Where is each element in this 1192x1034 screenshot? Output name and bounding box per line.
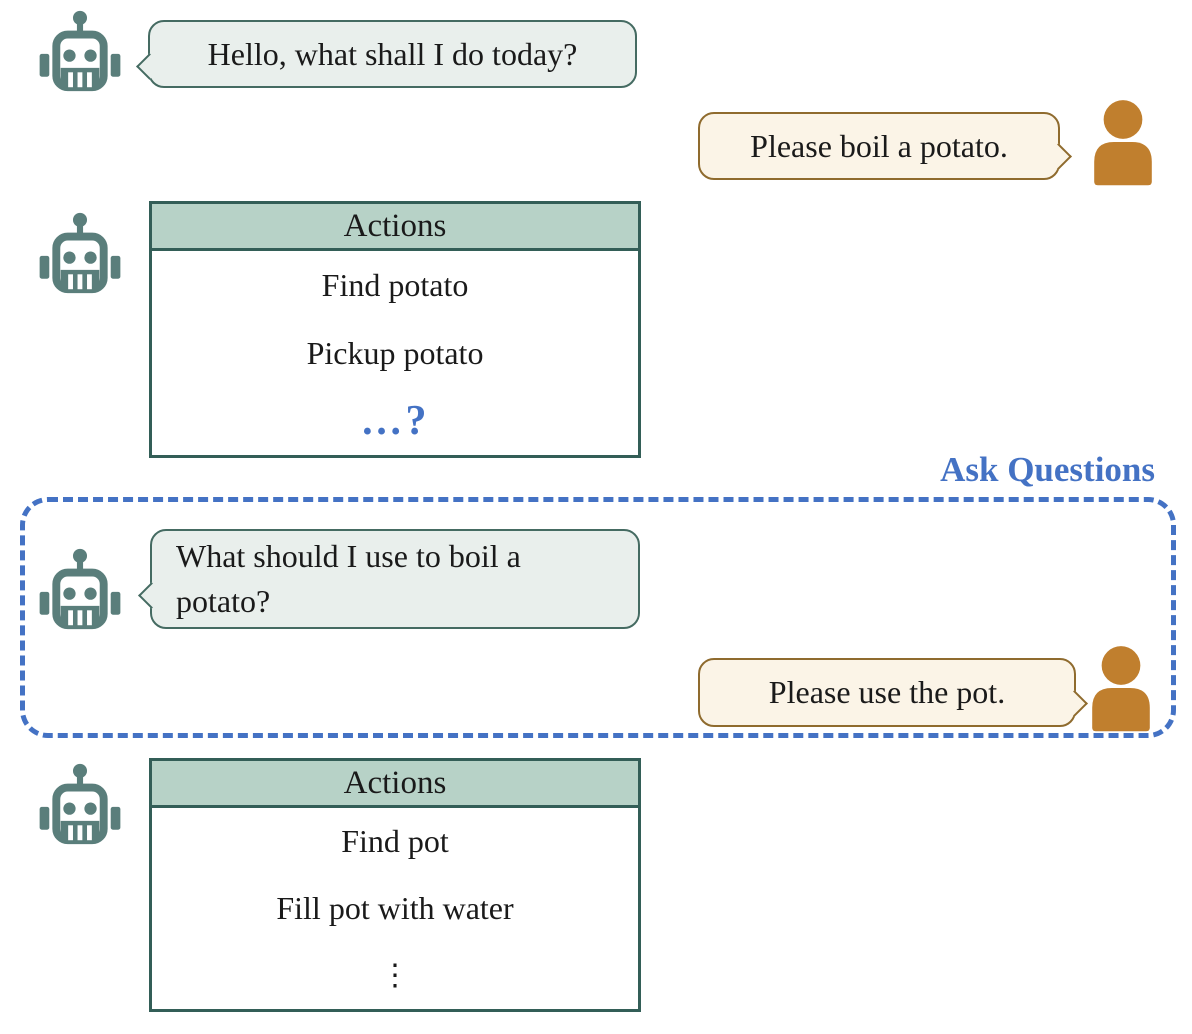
person-icon [1085,643,1157,733]
actions-table-body: Find potato Pickup potato …? [152,251,638,455]
robot-question-text: What should I use to boil a potato? [176,538,521,619]
user-request-bubble: Please boil a potato. [698,112,1072,180]
robot-greeting-text: Hello, what shall I do today? [207,35,578,72]
actions-header-label: Actions [343,764,447,801]
user-answer-bubble: Please use the pot. [698,658,1088,727]
bubble-tail [136,53,163,80]
robot-greeting-bubble: Hello, what shall I do today? [136,20,637,88]
actions-table-1: Actions Find potato Pickup potato …? [149,201,641,458]
user-answer-text: Please use the pot. [768,674,1006,711]
action-row: Find pot [341,823,449,859]
actions-header-label: Actions [343,207,447,244]
actions-table-body: Find pot Fill pot with water ⋮ [152,808,638,1009]
actions-table-2: Actions Find pot Fill pot with water ⋮ [149,758,641,1012]
robot-icon [36,548,124,634]
action-row: Fill pot with water [276,890,514,926]
robot-question-bubble: What should I use to boil a potato? [138,529,640,629]
robot-icon [36,212,124,298]
ask-questions-label: Ask Questions [940,450,1155,489]
user-request-text: Please boil a potato. [750,127,1008,164]
action-row: Pickup potato [306,334,484,371]
ask-questions-group-box [20,497,1176,738]
actions-table-header: Actions [152,204,638,251]
bubble-tail [1045,143,1072,170]
robot-icon [36,763,124,849]
action-row: Find potato [321,266,469,303]
robot-icon [36,10,124,96]
unknown-action-ellipsis: …? [360,398,430,444]
more-actions-ellipsis: ⋮ [380,959,410,992]
actions-table-header: Actions [152,761,638,808]
person-icon [1087,97,1159,187]
